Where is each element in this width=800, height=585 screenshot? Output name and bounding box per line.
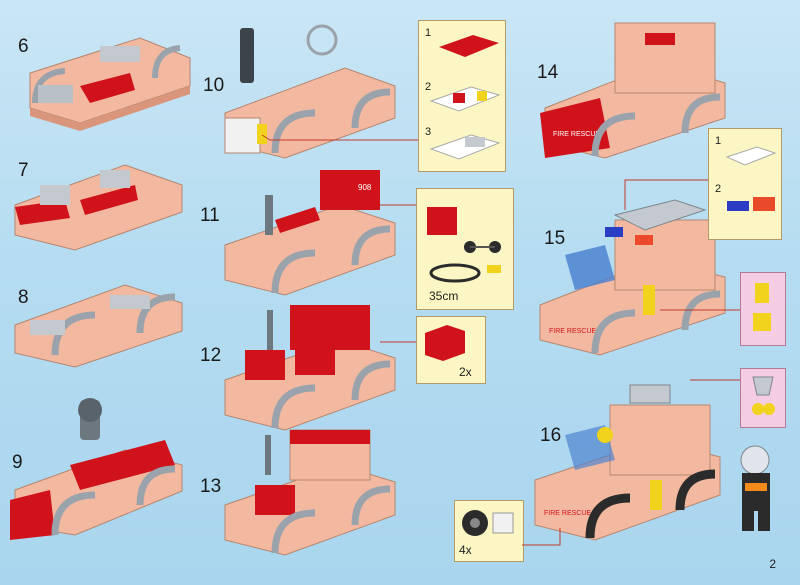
step-number-14: 14 — [537, 62, 559, 83]
step-9-assembly-illustration — [10, 398, 183, 540]
step-number-7: 7 — [18, 160, 29, 181]
step-15-sub-2: 2 — [715, 183, 722, 195]
step-10-sub-1: 1 — [425, 27, 432, 39]
step-12-parts-callout: 2x — [416, 316, 486, 384]
step-16-light-callout — [740, 368, 786, 428]
red-plate-part — [439, 35, 499, 57]
step-10-sub-3: 3 — [425, 126, 432, 138]
step-number-9: 9 — [12, 452, 23, 473]
step-16-fire-rescue-decal: FIRE RESCUE — [544, 510, 591, 517]
light-bar-parts — [727, 197, 775, 211]
step-16-quantity: 4x — [459, 543, 472, 557]
step-number-10: 10 — [203, 75, 225, 96]
step-10-parts-callout: 1 2 3 — [418, 20, 506, 172]
step-number-16: 16 — [540, 425, 562, 446]
hose-length-label: 35cm — [429, 289, 459, 303]
step-12-quantity: 2x — [459, 365, 472, 379]
step-16-assembly-illustration: FIRE RESCUE — [534, 384, 770, 541]
step-8-assembly-illustration — [14, 284, 183, 368]
step-number-13: 13 — [200, 476, 222, 497]
step-number-12: 12 — [200, 345, 222, 366]
step-11-assembly-illustration: 908 — [224, 170, 396, 296]
step-number-15: 15 — [544, 228, 566, 249]
step-number-6: 6 — [18, 36, 29, 57]
step-number-11: 11 — [200, 205, 220, 226]
page-number: 2 — [769, 557, 776, 571]
red-brick-part — [425, 325, 465, 361]
step-number-8: 8 — [18, 287, 29, 308]
wheel-part — [462, 510, 514, 536]
step-11-plate-label: 908 — [358, 183, 372, 192]
step-14-assembly-illustration: FIRE RESCUE — [540, 22, 726, 159]
step-10-assembly-illustration — [224, 24, 396, 159]
step-16-wheels-callout: 4x — [454, 500, 524, 562]
step-14-fire-rescue-decal: FIRE RESCUE — [553, 131, 600, 138]
step-10-sub-2: 2 — [425, 81, 432, 93]
step-15-sub-1: 1 — [715, 135, 722, 147]
step-7-assembly-illustration — [14, 164, 183, 251]
step-15-parts-callout: 1 2 — [708, 128, 782, 240]
yellow-part-icon — [753, 283, 771, 331]
step-15-fire-rescue-decal: FIRE RESCUE — [549, 328, 596, 335]
step-11-hose-callout: 35cm — [416, 188, 514, 310]
step-13-assembly-illustration — [224, 429, 396, 556]
step-10-sub-3-parts — [429, 134, 501, 160]
step-10-sub-2-parts — [429, 86, 501, 112]
step-15-assembly-illustration: FIRE RESCUE — [539, 199, 726, 356]
step-12-assembly-illustration — [224, 305, 396, 431]
step-15-hydrant-callout — [740, 272, 786, 346]
floodlight-part-icon — [752, 376, 775, 415]
firefighter-minifigure — [740, 445, 770, 531]
hose-reel-parts — [427, 207, 501, 283]
step-6-chassis-illustration — [29, 37, 191, 131]
white-plate-part — [725, 146, 777, 166]
